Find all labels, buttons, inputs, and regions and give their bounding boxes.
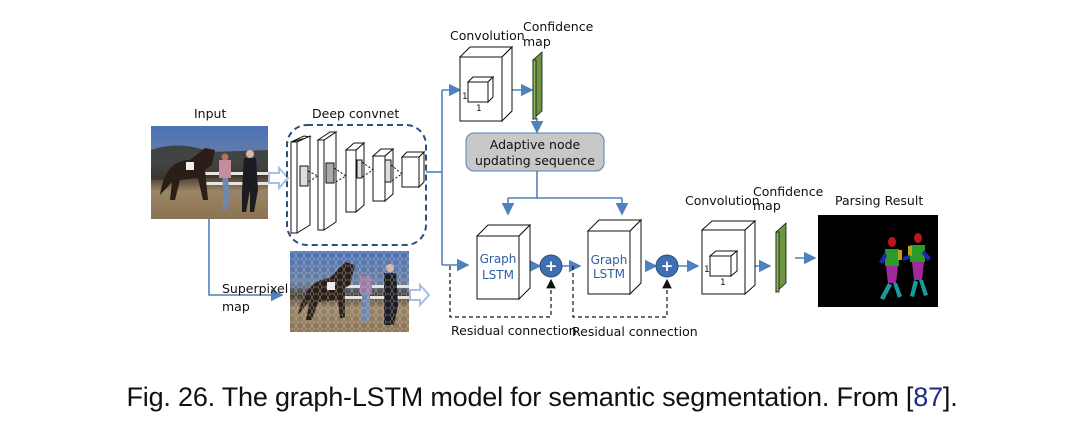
kernel-height-bottom: 1 (704, 265, 710, 275)
graph-lstm-block-2 (586, 218, 643, 296)
graph-lstm-diagram: Input Deep convnet (151, 19, 938, 339)
confidence-map-bottom (775, 222, 787, 293)
plus-icon-1: + (545, 257, 558, 275)
citation-link[interactable]: 87 (913, 382, 943, 412)
graph-lstm-2-label-1: Graph (591, 253, 628, 267)
confidence-bottom-label-2: map (753, 198, 781, 213)
residual-connection-label-1: Residual connection (451, 323, 577, 338)
convolution-bottom-label: Convolution (685, 193, 760, 208)
graph-lstm-1-label-2: LSTM (482, 268, 514, 282)
kernel-width-bottom: 1 (720, 278, 726, 288)
plus-icon-2: + (661, 257, 674, 275)
residual-connection-label-2: Residual connection (572, 324, 698, 339)
hollow-arrow-input (268, 165, 290, 191)
connector-lines (208, 83, 817, 302)
parsing-result-image (818, 215, 938, 307)
figure-caption: Fig. 26. The graph-LSTM model for semant… (0, 382, 1084, 413)
adaptive-node-box: Adaptive node updating sequence (465, 132, 605, 172)
graph-lstm-2-label-2: LSTM (593, 267, 625, 281)
caption-suffix: ]. (942, 382, 958, 412)
graph-lstm-block-1 (475, 223, 532, 301)
convnet-layers (290, 131, 426, 235)
kernel-height-top: 1 (462, 92, 468, 102)
plus-node-2: + (655, 254, 679, 278)
graph-lstm-1-label-1: Graph (480, 252, 517, 266)
superpixel-map-label-2: map (222, 299, 250, 314)
confidence-map-top (532, 51, 543, 120)
deep-convnet-boundary (286, 124, 427, 246)
adaptive-label-2: updating sequence (475, 153, 595, 168)
caption-text: Fig. 26. The graph-LSTM model for semant… (126, 382, 914, 412)
confidence-top-label-2: map (523, 34, 551, 49)
convolution-bottom-block (700, 219, 757, 296)
deep-convnet-label: Deep convnet (312, 106, 399, 121)
parsing-result-label: Parsing Result (835, 193, 923, 208)
superpixel-map-label: Superpixel (222, 281, 288, 296)
confidence-top-label: Confidence (523, 19, 594, 34)
convolution-top-label: Convolution (450, 28, 525, 43)
confidence-bottom-label: Confidence (753, 184, 824, 199)
residual-connections (449, 266, 672, 318)
plus-node-1: + (539, 254, 563, 278)
input-image (151, 126, 268, 219)
convolution-top-block (458, 45, 514, 123)
hollow-arrow-superpixel (409, 282, 431, 308)
adaptive-label-1: Adaptive node (490, 137, 581, 152)
superpixel-image (290, 251, 409, 332)
input-label: Input (194, 106, 226, 121)
kernel-width-top: 1 (476, 104, 482, 114)
